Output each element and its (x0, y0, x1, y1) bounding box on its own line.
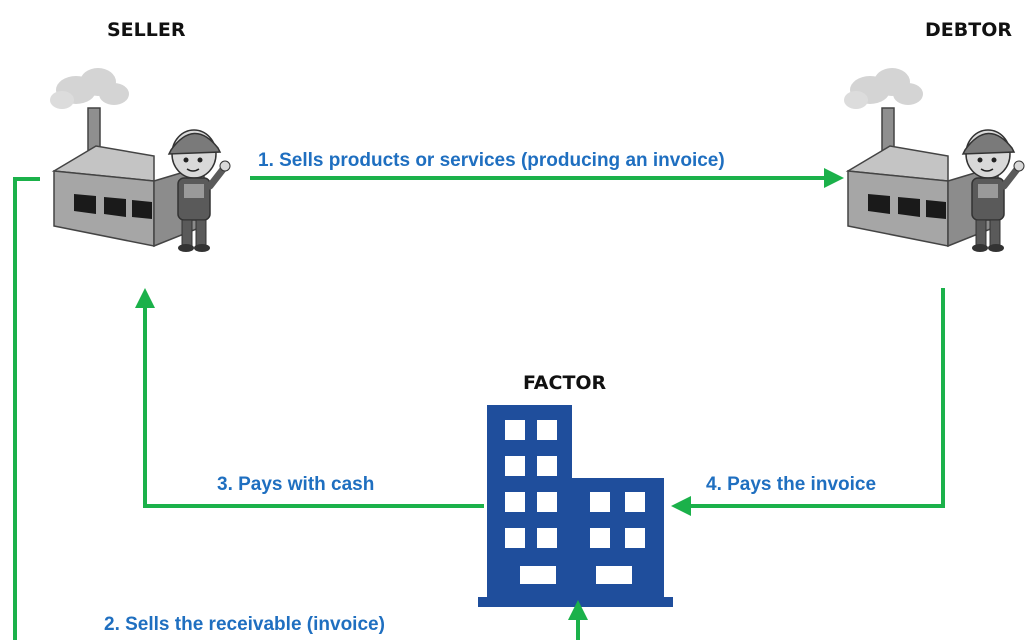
seller-factory-icon (50, 68, 230, 252)
step1-label: 1. Sells products or services (producing… (258, 150, 725, 171)
factor-building-icon (478, 405, 673, 607)
arrow-seller-to-factor-line (13, 177, 40, 640)
step2-label: 2. Sells the receivable (invoice) (104, 614, 385, 635)
debtor-label: DEBTOR (925, 19, 1012, 41)
debtor-factory-icon (844, 68, 1024, 252)
arrow-debtor-to-factor (671, 288, 945, 516)
arrow-factor-to-seller (135, 288, 484, 508)
step4-label: 4. Pays the invoice (706, 474, 876, 495)
seller-label: SELLER (107, 19, 186, 41)
factor-label: FACTOR (523, 372, 607, 394)
step3-label: 3. Pays with cash (217, 474, 374, 495)
